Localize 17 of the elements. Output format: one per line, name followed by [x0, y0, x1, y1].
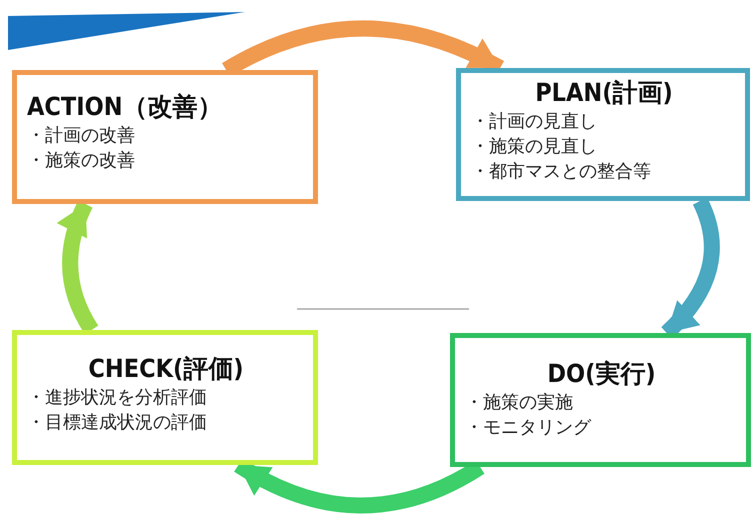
phase-title: PLAN(計画) — [534, 77, 674, 109]
phase-box — [12, 70, 318, 204]
bullet-item: ・計画の見直し — [471, 110, 598, 134]
bullet-item: ・施策の改善 — [27, 149, 136, 173]
bullet-item: ・目標達成状況の評価 — [27, 411, 208, 435]
bullet-item: ・計画の改善 — [27, 124, 136, 148]
phase-title: DO(実行) — [546, 358, 657, 390]
phase-title: CHECK(評価) — [87, 353, 245, 385]
bullet-item: ・施策の実施 — [465, 391, 574, 415]
bullet-item: ・施策の見直し — [471, 135, 598, 159]
phase-box — [450, 333, 751, 467]
bullet-item: ・進捗状況を分析評価 — [27, 386, 208, 410]
phase-title: ACTION（改善） — [27, 91, 224, 123]
bullet-item: ・モニタリング — [465, 416, 592, 440]
phase-box — [12, 330, 318, 465]
phase-box — [456, 68, 750, 201]
bullet-item: ・都市マスとの整合等 — [471, 160, 652, 184]
